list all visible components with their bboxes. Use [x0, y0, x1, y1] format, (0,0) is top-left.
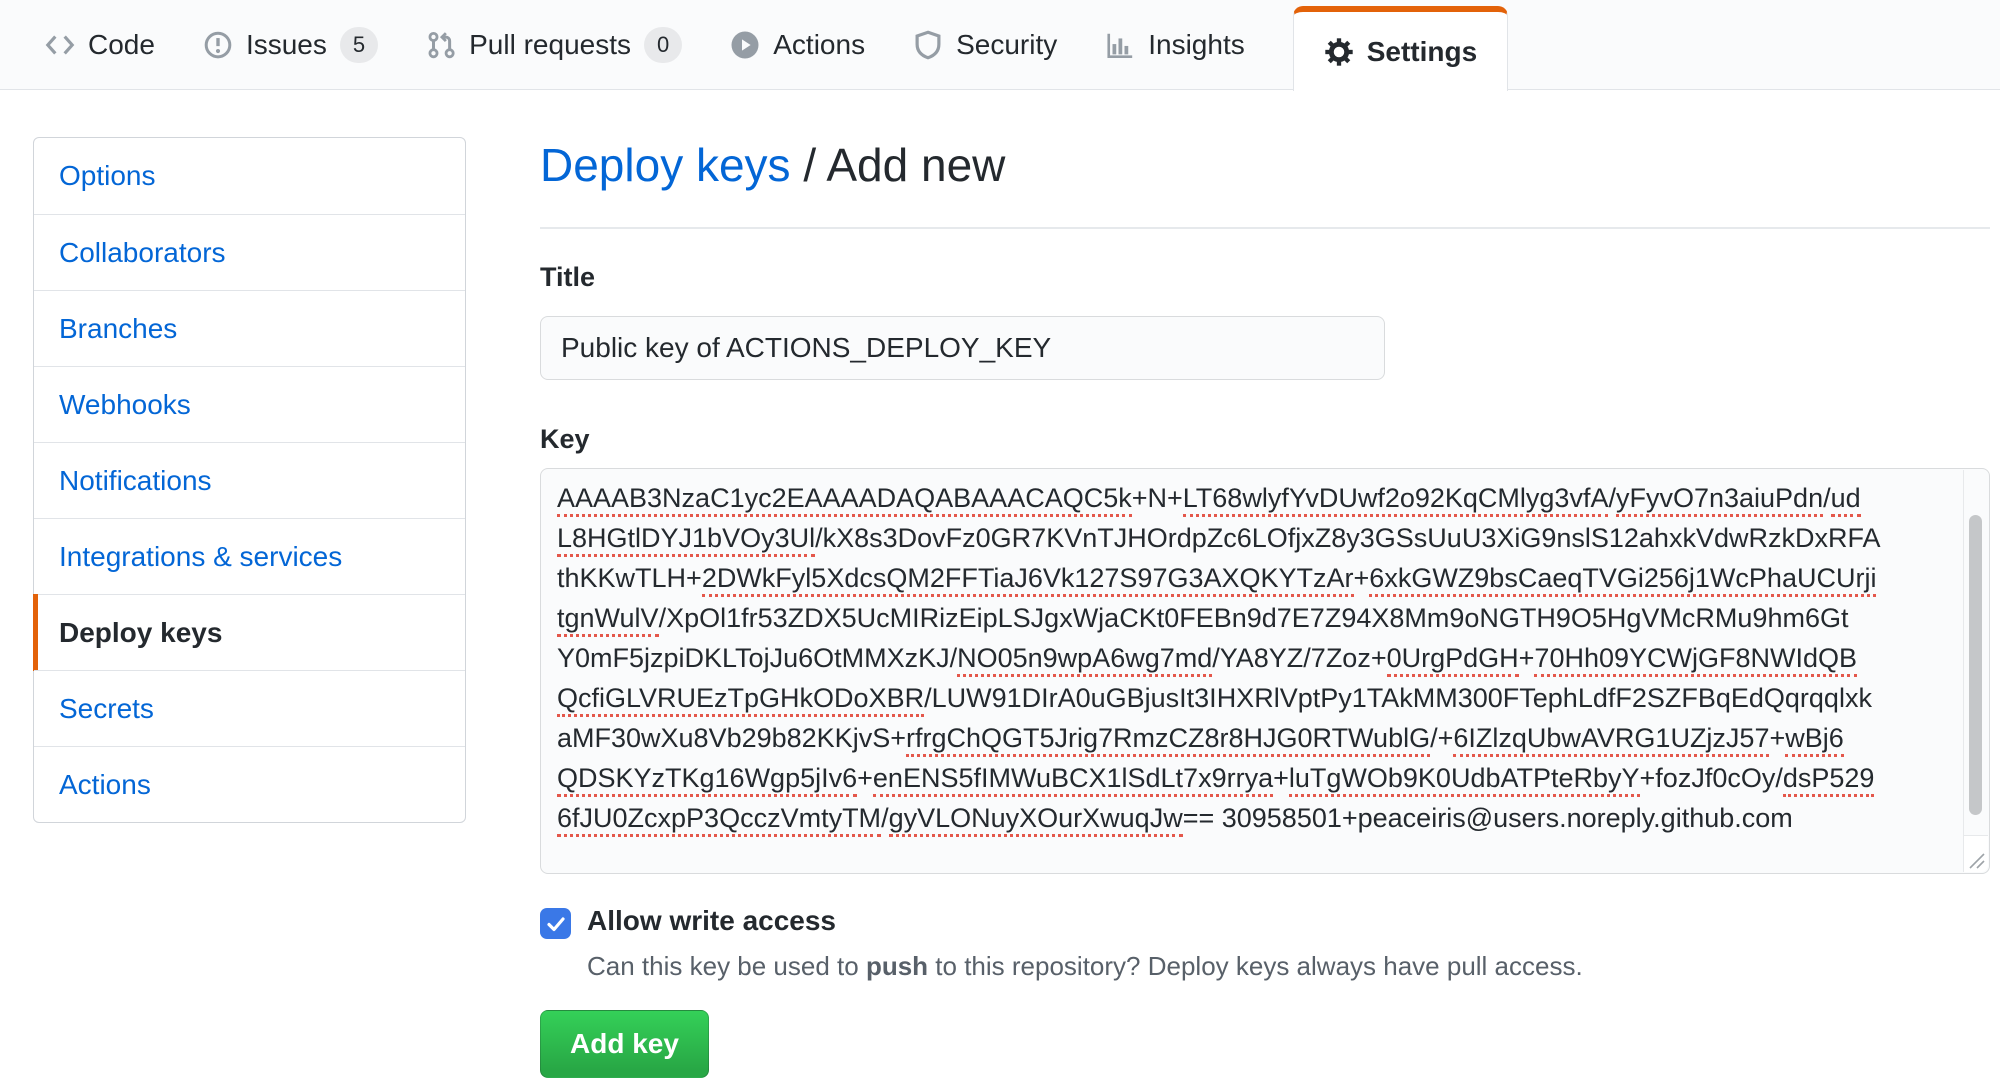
key-textarea[interactable]: AAAAB3NzaC1yc2EAAAADAQABAAACAQC5k+N+LT68… — [540, 468, 1990, 874]
page-title-suffix: / Add new — [790, 139, 1006, 191]
sidebar-item-notifications[interactable]: Notifications — [34, 442, 465, 518]
sidebar-item-secrets[interactable]: Secrets — [34, 670, 465, 746]
sidebar-item-actions[interactable]: Actions — [34, 746, 465, 822]
checkmark-icon — [546, 916, 565, 931]
pull-requests-count-badge: 0 — [644, 26, 683, 63]
code-icon — [45, 30, 75, 60]
tab-label: Issues — [245, 28, 327, 60]
write-access-note: Can this key be used to push to this rep… — [587, 951, 1583, 981]
allow-write-access-label[interactable]: Allow write access — [587, 905, 837, 936]
sidebar-item-collaborators[interactable]: Collaborators — [34, 214, 465, 290]
sidebar-item-integrations[interactable]: Integrations & services — [34, 518, 465, 594]
sidebar-item-webhooks[interactable]: Webhooks — [34, 366, 465, 442]
tab-security[interactable]: Security — [913, 29, 1057, 61]
textarea-resize-grip[interactable] — [1963, 835, 1988, 872]
scrollbar-thumb[interactable] — [1969, 515, 1982, 815]
tab-label: Insights — [1148, 28, 1245, 60]
tab-label: Pull requests — [469, 28, 631, 60]
repo-nav: Code Issues 5 Pull requests 0 Actions Se… — [0, 0, 2000, 91]
pull-request-icon — [426, 30, 456, 60]
tab-label: Actions — [773, 28, 866, 60]
tab-label: Security — [956, 28, 1058, 60]
tab-issues[interactable]: Issues 5 — [203, 26, 379, 63]
tab-label: Code — [88, 28, 155, 60]
key-text: AAAAB3NzaC1yc2EAAAADAQABAAACAQC5k+N+LT68… — [557, 478, 1957, 865]
tab-settings-active[interactable]: Settings — [1292, 6, 1509, 91]
actions-icon — [730, 30, 760, 60]
key-label: Key — [540, 424, 590, 454]
sidebar-item-deploy-keys[interactable]: Deploy keys — [33, 594, 465, 671]
issue-icon — [203, 30, 233, 60]
tab-insights[interactable]: Insights — [1105, 29, 1245, 61]
sidebar-item-options[interactable]: Options — [59, 160, 156, 191]
sidebar-item-branches[interactable]: Branches — [34, 290, 465, 366]
tab-pull-requests[interactable]: Pull requests 0 — [426, 26, 683, 63]
settings-menu: Options Collaborators Branches Webhooks … — [33, 137, 466, 823]
page-title: Deploy keys / Add new — [540, 138, 1005, 192]
textarea-scrollbar[interactable] — [1963, 470, 1988, 836]
graph-icon — [1105, 30, 1135, 60]
gear-icon — [1324, 37, 1354, 67]
allow-write-access-checkbox[interactable] — [540, 908, 571, 939]
title-input[interactable] — [540, 316, 1385, 380]
title-label: Title — [540, 262, 596, 292]
add-key-button[interactable]: Add key — [540, 1010, 709, 1078]
deploy-keys-breadcrumb-link[interactable]: Deploy keys — [540, 139, 791, 191]
tab-code[interactable]: Code — [45, 29, 155, 61]
shield-icon — [913, 30, 943, 60]
issues-count-badge: 5 — [339, 26, 379, 63]
tab-label: Settings — [1366, 35, 1478, 67]
divider — [540, 227, 1990, 229]
tab-actions[interactable]: Actions — [730, 29, 865, 61]
